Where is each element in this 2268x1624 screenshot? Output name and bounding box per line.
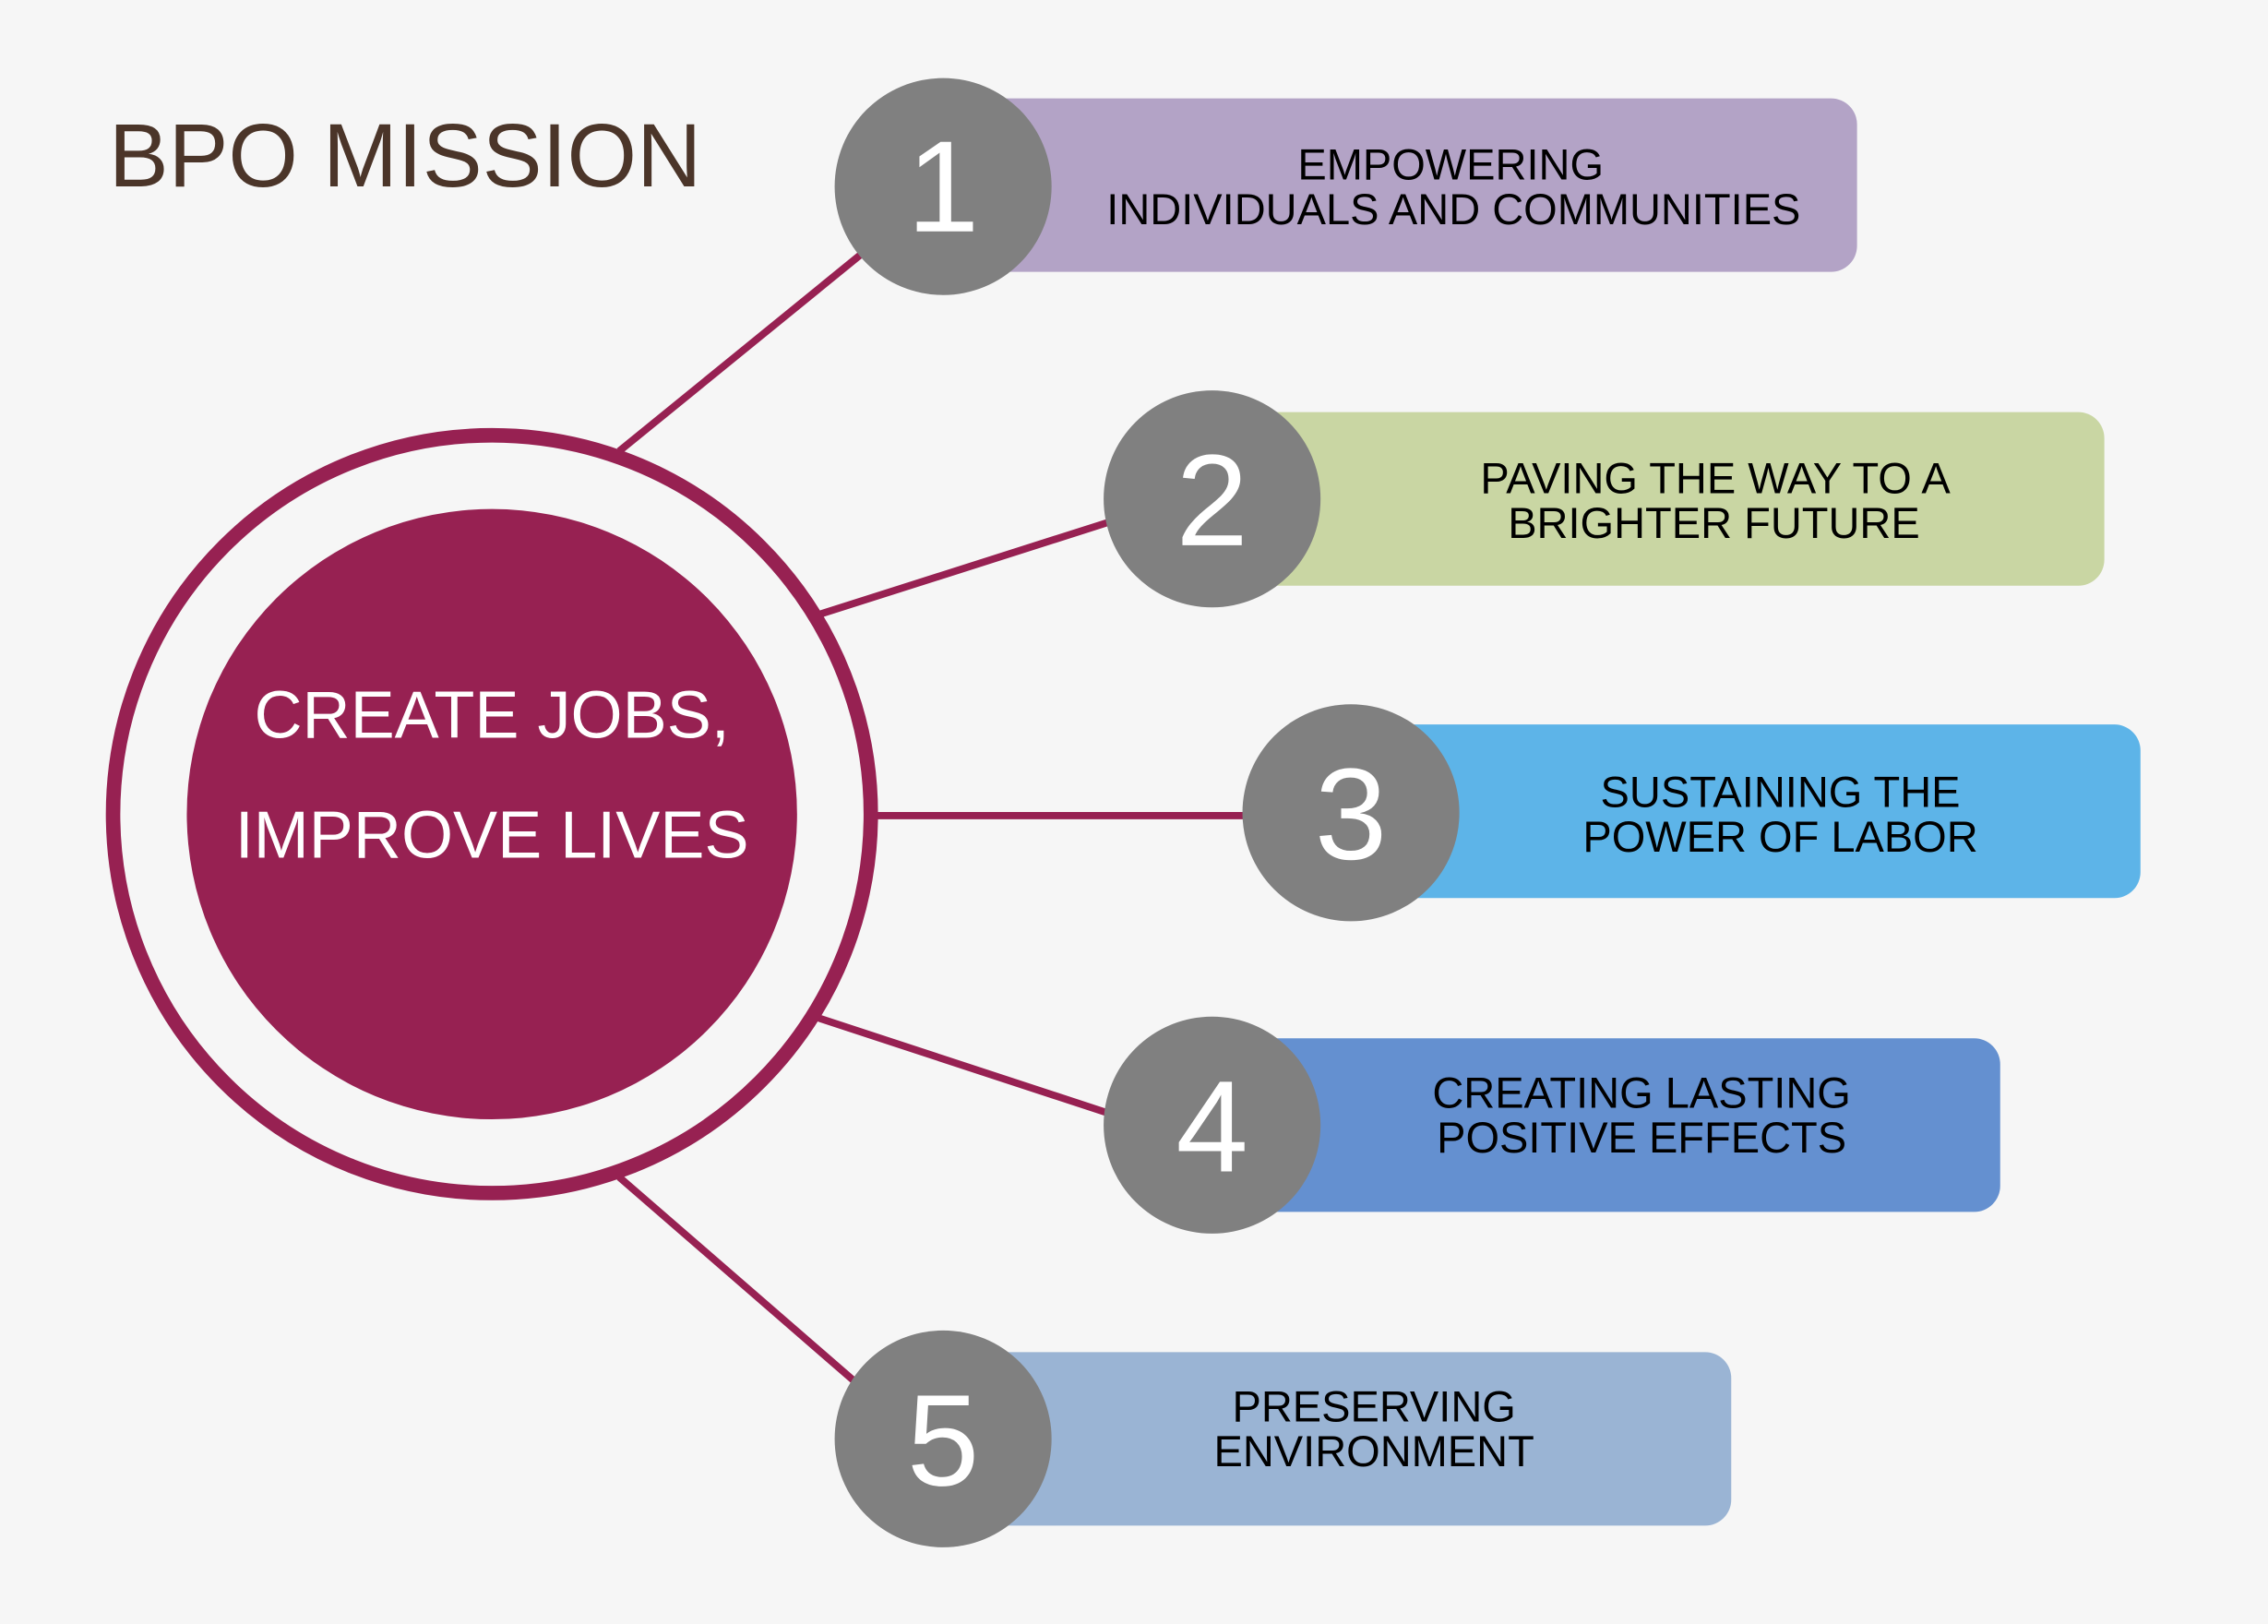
connector-4 (818, 1014, 1116, 1119)
connector-2 (818, 517, 1116, 618)
center-text-line1: CREATE JOBS, (254, 678, 729, 752)
center-text-line2: IMPROVE LIVES (235, 798, 749, 872)
item-box (1214, 1038, 2000, 1212)
item-text-line1: EMPOWERING (1297, 139, 1604, 188)
item-text-line1: SUSTAINING THE (1601, 768, 1961, 817)
item-number: 3 (1315, 741, 1387, 887)
connector-1 (616, 245, 871, 455)
number-circle (834, 78, 1052, 295)
item-text-line2: POSITIVE EFFECTS (1437, 1113, 1846, 1162)
item-text-line2: ENVIRONMENT (1214, 1427, 1534, 1475)
item-text-line1: CREATING LASTING (1432, 1068, 1851, 1116)
number-circle (834, 1330, 1052, 1547)
center-circle (186, 508, 797, 1120)
mission-item-3: 3 SUSTAINING THE POWER OF LABOR (1242, 704, 2141, 922)
mission-item-2: 2 PAVING THE WAY TO A BRIGHTER FUTURE (1104, 390, 2105, 608)
item-box (1214, 412, 2105, 586)
number-circle (1242, 704, 1460, 922)
item-box (954, 98, 1857, 272)
item-text-line2: BRIGHTER FUTURE (1508, 498, 1920, 547)
mission-item-5: 5 PRESERVING ENVIRONMENT (834, 1330, 1732, 1547)
item-number: 4 (1176, 1053, 1247, 1199)
connector-5 (616, 1174, 862, 1389)
item-number: 1 (907, 113, 979, 259)
number-circle (1104, 1016, 1321, 1234)
item-box (1352, 724, 2141, 899)
item-text-line1: PAVING THE WAY TO A (1480, 453, 1951, 502)
center-ring (105, 427, 878, 1200)
page-title: BPO MISSION (109, 105, 701, 206)
connectors (616, 245, 1251, 1389)
item-number: 2 (1176, 427, 1247, 573)
item-box (954, 1352, 1732, 1526)
item-text-line2: POWER OF LABOR (1582, 812, 1977, 861)
mission-item-4: 4 CREATING LASTING POSITIVE EFFECTS (1104, 1016, 2000, 1234)
item-text-line2: INDIVIDUALS AND COMMUNITIES (1106, 185, 1800, 233)
item-text-line1: PRESERVING (1232, 1382, 1515, 1431)
mission-item-1: 1 EMPOWERING INDIVIDUALS AND COMMUNITIES (834, 78, 1857, 295)
number-circle (1104, 390, 1321, 608)
item-number: 5 (907, 1367, 979, 1513)
